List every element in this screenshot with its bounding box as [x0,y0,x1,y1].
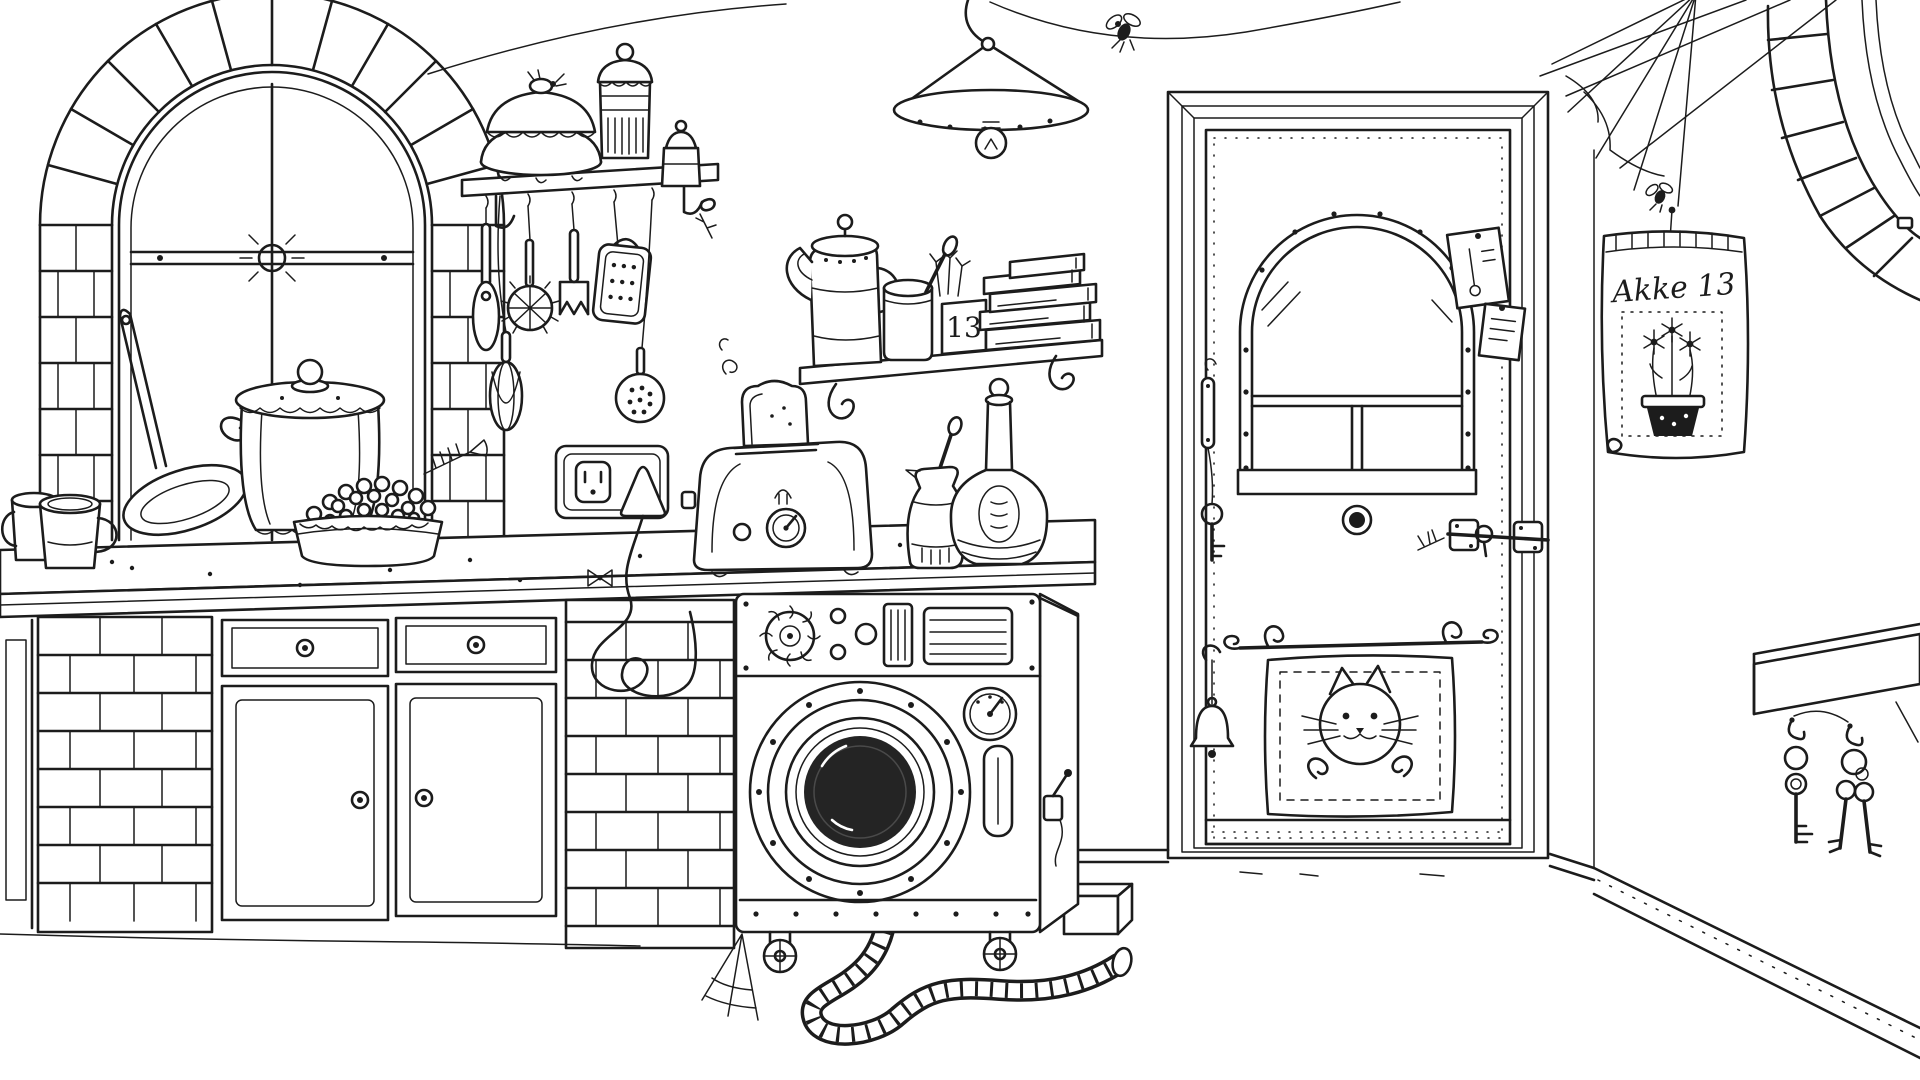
canister[interactable] [882,234,960,362]
washer-slider[interactable] [882,602,914,668]
toaster[interactable] [680,338,874,578]
coffee-pot[interactable] [785,213,900,368]
calendar[interactable]: Akke 13 [1600,206,1750,460]
doorbell[interactable] [1189,644,1235,758]
utensil-shelf [460,162,720,229]
hanging-utensils[interactable] [471,187,717,432]
fly [1105,13,1141,53]
washer-vent [922,606,1014,666]
pet-food-bowl[interactable] [292,439,488,568]
small-jar[interactable] [660,119,702,188]
door[interactable] [1166,90,1550,860]
washer-handle[interactable] [982,744,1014,838]
washer-gauge[interactable] [962,686,1018,742]
frying-pan[interactable] [115,308,255,548]
pinned-notes[interactable] [1445,226,1527,362]
baseboard [1078,149,1920,1060]
toaster-lever[interactable] [680,490,697,510]
ceiling-strings [427,1,1401,75]
tureen[interactable] [479,69,603,184]
brick-pillar [564,598,736,950]
floor-cobweb [701,933,759,1021]
mugs[interactable] [0,491,135,571]
slide-bolt[interactable] [1446,518,1550,558]
striped-jar[interactable] [596,42,654,160]
cabinets [0,598,736,950]
flower-pot [1646,404,1700,436]
whisk[interactable] [488,195,524,432]
cat-towel[interactable] [1263,654,1457,818]
cabinet-drawer[interactable] [220,618,390,678]
washer-knob[interactable] [759,605,821,667]
brick-pillar [36,615,214,934]
key-2[interactable] [1827,748,1883,858]
washing-machine[interactable] [701,592,1135,1046]
beetle-knob [528,77,554,95]
right-arched-window [1766,0,1920,302]
oil-bottle[interactable] [949,377,1049,566]
washer-button[interactable] [854,622,878,646]
hanging-key[interactable] [1200,502,1226,562]
power-plug[interactable] [619,465,667,518]
keyhole[interactable] [1341,504,1373,536]
washer-button[interactable] [829,607,847,625]
window-sill [1236,468,1478,496]
cabinet-drawer[interactable] [394,616,558,674]
paddle-spoon[interactable] [471,207,501,352]
bread-slice[interactable] [740,379,810,448]
counter-bow [587,569,613,587]
cabinet-door[interactable] [220,684,390,922]
key-shelf [1752,622,1920,743]
leaf-sprig [1417,529,1445,551]
numbered-box[interactable]: 13 [940,298,988,356]
potato-masher[interactable] [558,203,590,316]
corner-cobweb [1539,0,1837,207]
skimmer[interactable] [614,199,666,424]
book-stack[interactable] [978,252,1102,352]
wall-keys[interactable] [1783,710,1883,858]
pastry-wheel[interactable] [500,205,560,334]
caster-wheel [982,930,1018,972]
washer-button[interactable] [829,643,847,661]
herb-jar [929,250,971,297]
ceiling-lamp[interactable] [892,0,1090,160]
caster-wheel [762,930,798,974]
toast-smoke [718,338,738,375]
fly [1645,182,1674,213]
side-lever[interactable] [1042,769,1072,867]
door-frame [1166,90,1550,860]
left-arched-window [38,0,506,542]
key-1[interactable] [1783,745,1814,844]
cabinet-door[interactable] [394,682,558,918]
box-label: 13 [946,311,982,344]
toaster-dial[interactable] [765,507,807,549]
washer-door[interactable] [748,680,972,904]
fish-bone [423,439,488,475]
light-bulb [974,126,1008,160]
grater[interactable] [591,201,653,325]
drain-hose[interactable] [800,919,1135,1046]
wall-outlet[interactable] [554,444,670,520]
calendar-flowers [1643,317,1701,405]
milk-jug[interactable] [905,415,976,570]
power-cord [590,514,698,698]
stone-arch [38,0,506,542]
window-latch [1896,216,1914,230]
curtain-rod [1223,621,1499,650]
door-handle[interactable] [1200,358,1217,505]
